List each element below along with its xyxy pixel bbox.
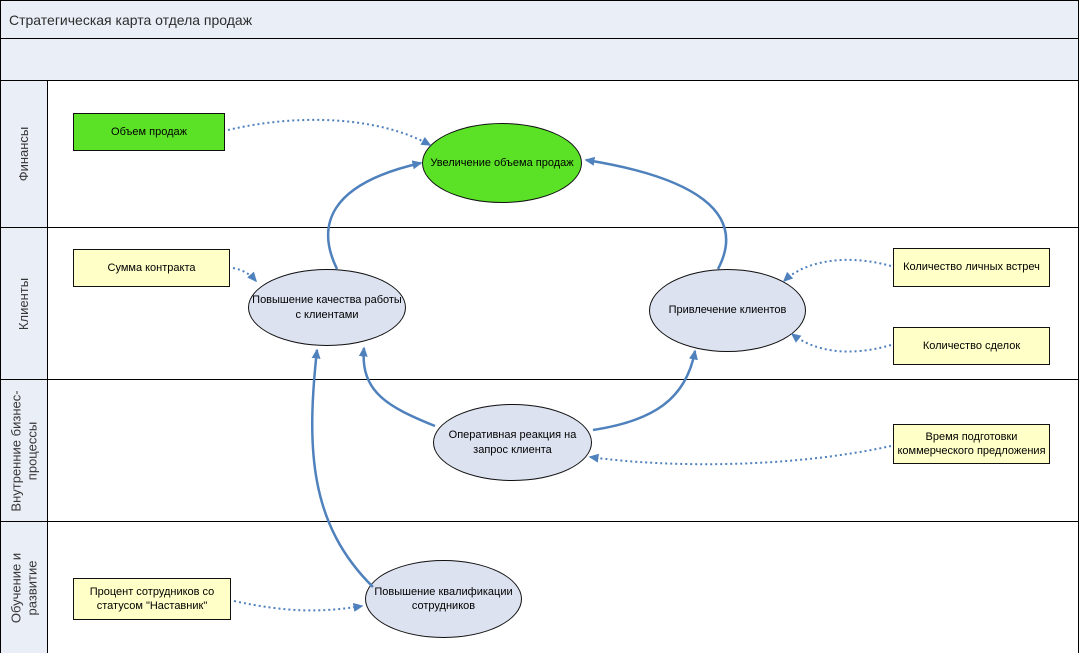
edge-deals-count-to-client-attraction[interactable] [790,333,892,353]
node-work-quality[interactable]: Повышение качества работы с клиентами [248,269,406,346]
node-staff-qualification[interactable]: Повышение квалификации сотрудников [365,560,522,638]
title-bar: Стратегическая карта отдела продаж [1,1,1078,39]
lane-finance-header: Финансы [1,81,48,227]
lane-learning-header: Обучение и развитие [1,522,48,653]
node-contract-amount[interactable]: Сумма контракта [73,249,230,287]
lane-learning-label: Обучение и развитие [8,552,39,623]
diagram-title: Стратегическая карта отдела продаж [9,11,253,28]
node-sales-increase[interactable]: Увеличение объема продаж [422,123,582,203]
node-sales-volume[interactable]: Объем продаж [73,113,225,151]
lane-processes-label: Внутренние бизнес-процессы [8,389,39,512]
node-quick-response[interactable]: Оперативная реакция на запрос клиента [433,404,592,481]
edge-quick-response-to-work-quality[interactable] [358,346,436,428]
edge-personal-meetings-to-client-attraction[interactable] [782,258,892,283]
node-personal-meetings[interactable]: Количество личных встреч [893,248,1050,287]
edge-staff-qualification-to-work-quality[interactable] [311,348,374,588]
node-client-attraction[interactable]: Привлечение клиентов [649,269,806,352]
edge-quick-response-to-client-attraction[interactable] [592,349,698,432]
node-proposal-time[interactable]: Время подготовки коммерческого предложен… [893,424,1050,464]
lane-clients-header: Клиенты [1,228,48,379]
edge-proposal-time-to-quick-response[interactable] [588,445,892,466]
lane-clients-label: Клиенты [16,277,32,330]
edge-client-attraction-to-sales-increase[interactable] [584,156,728,270]
node-mentor-percent[interactable]: Процент сотрудников со статусом "Наставн… [73,578,231,620]
empty-header-row [1,39,1078,81]
lane-processes-header: Внутренние бизнес-процессы [1,380,48,521]
node-deals-count[interactable]: Количество сделок [893,327,1050,365]
edge-mentor-percent-to-staff-qualification[interactable] [233,600,364,612]
lane-finance-label: Финансы [16,126,32,182]
lane-finance: Финансы [1,81,1078,228]
edge-work-quality-to-sales-increase[interactable] [326,160,423,270]
